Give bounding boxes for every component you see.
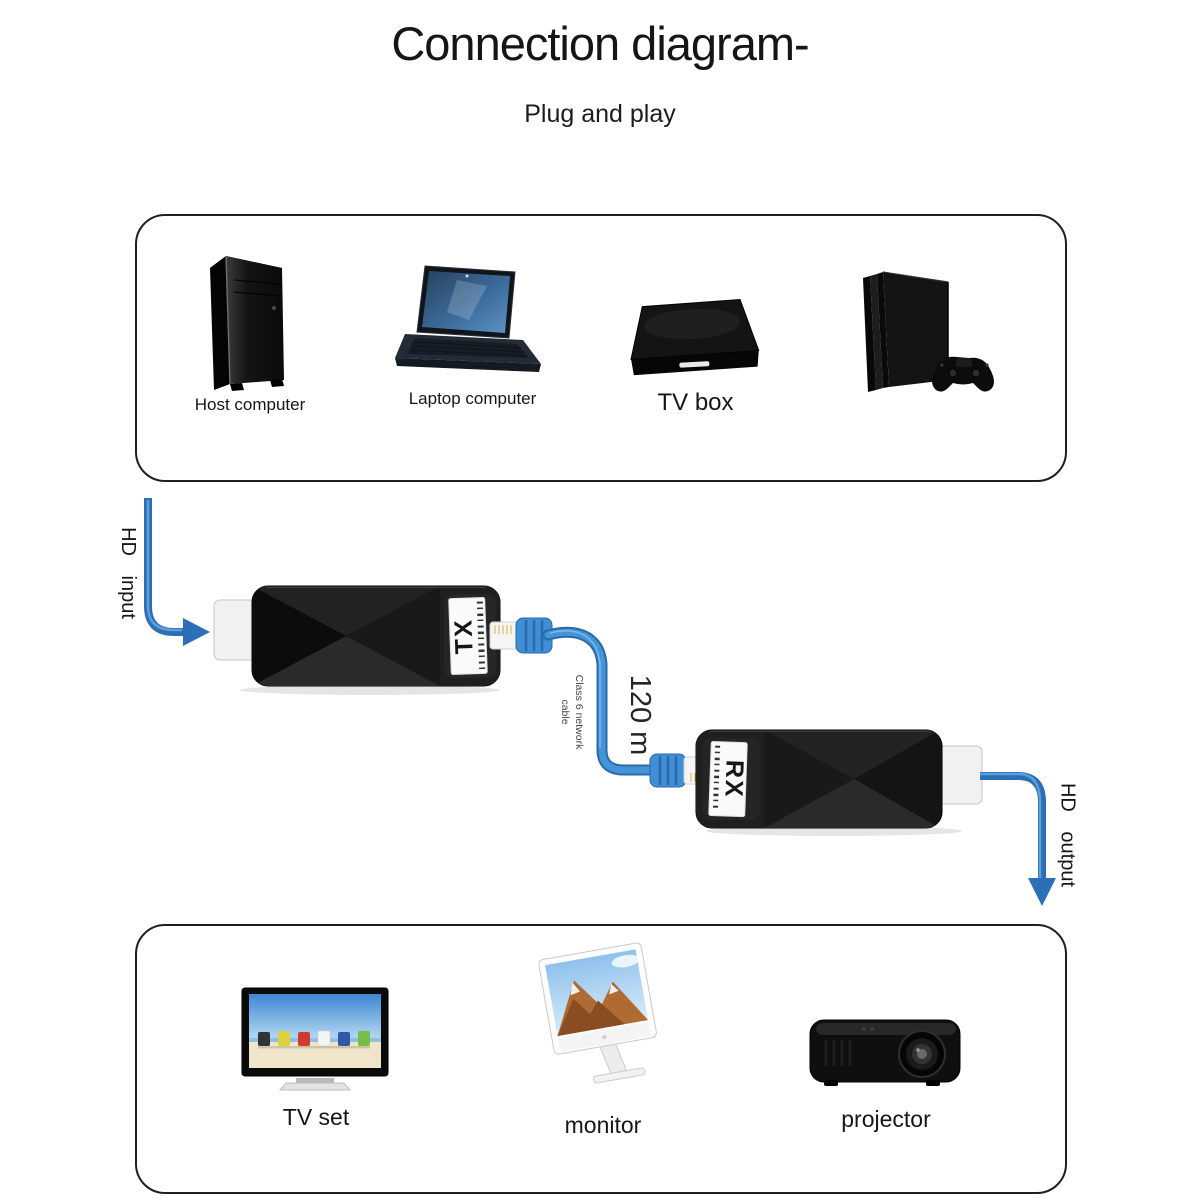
projector-icon <box>809 1019 961 1086</box>
rx-label: RX <box>719 759 748 799</box>
tx-extender: TX <box>213 585 501 695</box>
device-label: projector <box>841 1106 931 1132</box>
device-label: TV box <box>657 389 734 416</box>
page-subtitle: Plug and play <box>524 100 676 128</box>
monitor-icon <box>538 942 657 1084</box>
device-label: monitor <box>564 1112 642 1138</box>
device-label: TV set <box>282 1104 350 1130</box>
tx-label-sticker: TX <box>448 596 488 676</box>
display-device-projector: projector <box>806 1004 966 1133</box>
tv-box-icon <box>630 298 760 376</box>
cable-length-label: 120 m <box>624 674 656 756</box>
hdmi-plug-icon <box>937 745 983 805</box>
cable-type-line2: cable <box>559 699 572 725</box>
ethernet-cable <box>489 617 713 788</box>
tx-label: TX <box>449 618 478 655</box>
source-device-laptop: Laptop computer <box>395 262 550 409</box>
source-device-console <box>850 252 1005 394</box>
source-device-tvbox: TV box <box>618 290 773 417</box>
desktop-tower-icon <box>210 255 284 391</box>
source-device-host: Host computer <box>190 250 310 415</box>
laptop-icon <box>395 265 541 372</box>
display-device-monitor: monitor <box>538 942 668 1139</box>
device-label: Laptop computer <box>408 389 537 408</box>
device-label: Host computer <box>194 395 306 414</box>
game-console-icon <box>863 271 994 392</box>
cable-type-line1: Class 6 network <box>573 674 585 750</box>
hd-input-arrow <box>144 498 210 646</box>
hd-output-arrow <box>980 772 1056 906</box>
hd-output-label: HD output <box>1056 782 1079 888</box>
rx-extender: RX <box>695 729 983 836</box>
rx-label-sticker: RX <box>708 741 749 818</box>
display-device-tvset: TV set <box>240 986 392 1131</box>
tv-set-icon <box>241 987 389 1091</box>
page-title: Connection diagram- <box>391 17 809 70</box>
